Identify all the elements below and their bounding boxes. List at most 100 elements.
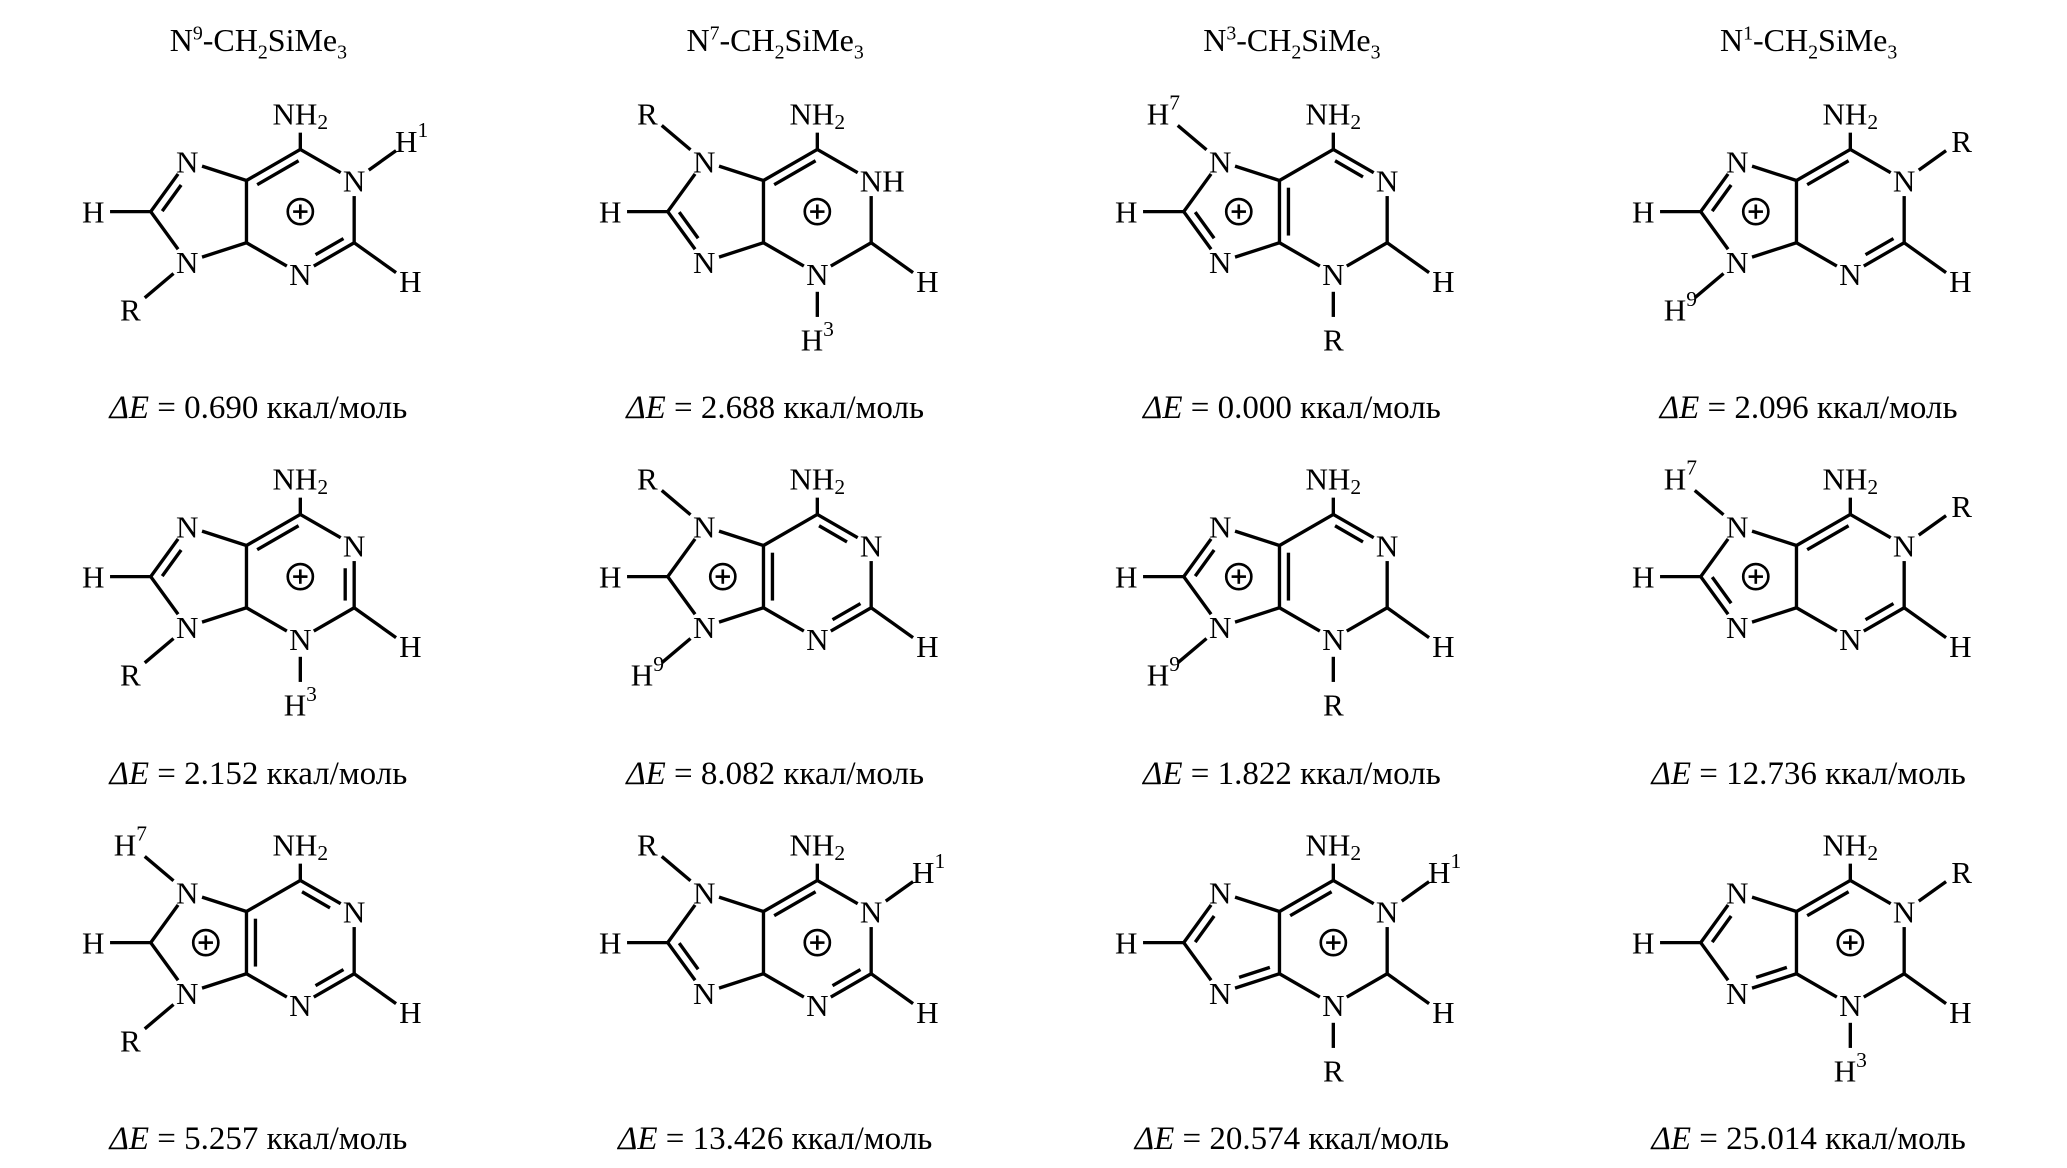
n1-substituent-label: H1 bbox=[395, 118, 428, 158]
c8-hydrogen-label: H bbox=[1632, 559, 1654, 594]
n9-substituent-label: H9 bbox=[1147, 652, 1180, 692]
atom-label-N3: N bbox=[289, 256, 311, 291]
plus-charge-icon bbox=[1742, 563, 1770, 591]
n9-substituent-label: R bbox=[120, 1023, 141, 1058]
equals-sign: = bbox=[149, 755, 185, 792]
c8-hydrogen-label: H bbox=[1115, 559, 1137, 594]
column-header-4: N1-CH2SiMe3 bbox=[1719, 21, 1898, 63]
atom-label-N3: N bbox=[289, 987, 311, 1022]
equals-sign: = bbox=[1691, 755, 1727, 792]
atom-label-N3: N bbox=[289, 622, 311, 657]
atom-label-N1: NH bbox=[859, 163, 904, 198]
atom-label-N1: N bbox=[860, 894, 882, 929]
atom-label-N7: N bbox=[693, 144, 715, 179]
equals-sign: = bbox=[657, 1121, 693, 1157]
amino-group-label: NH2 bbox=[272, 96, 328, 134]
delta-e-symbol: ΔE bbox=[1651, 755, 1692, 792]
n9-substituent-label: R bbox=[120, 658, 141, 693]
atom-label-N9: N bbox=[176, 244, 198, 279]
amino-group-label: NH2 bbox=[272, 461, 328, 499]
atom-label-N7: N bbox=[1209, 144, 1231, 179]
c2-hydrogen-label: H bbox=[1949, 264, 1971, 299]
bond-lines bbox=[626, 489, 914, 665]
energy-unit: ккал/моль bbox=[258, 390, 408, 427]
energy-unit: ккал/моль bbox=[258, 755, 408, 792]
delta-e-symbol: ΔE bbox=[109, 1121, 150, 1157]
c8-hydrogen-label: H bbox=[599, 194, 621, 229]
plus-charge-icon bbox=[1742, 197, 1770, 226]
delta-e-symbol: ΔE bbox=[1142, 390, 1183, 427]
delta-e-value: 13.426 bbox=[692, 1121, 784, 1157]
plus-charge-icon bbox=[286, 563, 315, 591]
energy-unit: ккал/моль bbox=[775, 755, 924, 792]
n3-substituent-label: H3 bbox=[284, 682, 317, 722]
n3-substituent-label: H3 bbox=[800, 317, 833, 357]
atom-label-N7: N bbox=[176, 509, 198, 544]
n9-substituent-label: R bbox=[120, 292, 141, 327]
amino-group-label: NH2 bbox=[789, 96, 845, 134]
atom-label-N7: N bbox=[176, 875, 198, 910]
delta-e-value: 2.688 bbox=[700, 390, 776, 427]
atom-label-N7: N bbox=[176, 144, 198, 179]
energy-unit: ккал/моль bbox=[1808, 390, 1958, 427]
energy-caption-r3c3: ΔE = 20.574 ккал/моль bbox=[1135, 1121, 1449, 1158]
delta-e-value: 25.014 bbox=[1726, 1121, 1817, 1157]
energy-unit: ккал/моль bbox=[1816, 1121, 1966, 1157]
c2-hydrogen-label: H bbox=[399, 994, 421, 1029]
energy-unit: ккал/моль bbox=[783, 1121, 933, 1157]
delta-e-symbol: ΔE bbox=[1651, 1121, 1692, 1157]
delta-e-symbol: ΔE bbox=[626, 755, 666, 792]
atom-label-N1: N bbox=[1376, 163, 1398, 198]
atom-label-N3: N bbox=[1839, 256, 1861, 291]
equals-sign: = bbox=[1182, 755, 1218, 792]
c8-hydrogen-label: H bbox=[599, 559, 621, 594]
energy-caption-r3c4: ΔE = 25.014 ккал/моль bbox=[1651, 1121, 1965, 1158]
amino-group-label: NH2 bbox=[1306, 827, 1362, 865]
plus-charge-icon bbox=[1225, 563, 1254, 591]
energy-caption-r3c1: ΔE = 5.257 ккал/моль bbox=[109, 1121, 407, 1158]
c2-hydrogen-label: H bbox=[916, 629, 938, 664]
n1-substituent-label: H1 bbox=[1428, 849, 1461, 889]
c8-hydrogen-label: H bbox=[1632, 925, 1654, 960]
atom-label-N9: N bbox=[693, 610, 715, 645]
plus-charge-icon bbox=[191, 928, 220, 957]
equals-sign: = bbox=[1699, 390, 1735, 427]
delta-e-symbol: ΔE bbox=[1142, 755, 1183, 792]
energy-unit: ккал/моль bbox=[1300, 1121, 1449, 1157]
n1-substituent-label: H1 bbox=[912, 849, 945, 889]
equals-sign: = bbox=[665, 390, 701, 427]
atom-label-N3: N bbox=[1839, 987, 1861, 1022]
atom-label-N1: N bbox=[1893, 163, 1915, 198]
n9-substituent-label: H9 bbox=[630, 652, 663, 692]
c8-hydrogen-label: H bbox=[1115, 925, 1137, 960]
atom-label-N7: N bbox=[1726, 144, 1748, 179]
amino-group-label: NH2 bbox=[789, 461, 845, 499]
n1-substituent-label: R bbox=[1951, 854, 1972, 889]
c8-hydrogen-label: H bbox=[599, 925, 621, 960]
atom-label-N9: N bbox=[693, 244, 715, 279]
n3-substituent-label: R bbox=[1323, 322, 1344, 357]
atom-label-N9: N bbox=[1726, 610, 1748, 645]
energy-caption-r2c3: ΔE = 1.822 ккал/моль bbox=[1143, 756, 1441, 793]
plus-charge-icon bbox=[708, 563, 737, 591]
delta-e-value: 2.152 bbox=[184, 755, 259, 792]
energy-unit: ккал/моль bbox=[1291, 390, 1441, 427]
c2-hydrogen-label: H bbox=[1949, 994, 1971, 1029]
delta-e-symbol: ΔE bbox=[1659, 390, 1700, 427]
n7-substituent-label: H7 bbox=[114, 821, 147, 861]
equals-sign: = bbox=[1691, 1121, 1727, 1157]
c2-hydrogen-label: H bbox=[916, 264, 938, 299]
bond-lines bbox=[109, 132, 397, 300]
c2-hydrogen-label: H bbox=[399, 264, 421, 299]
bond-lines bbox=[626, 854, 914, 1005]
